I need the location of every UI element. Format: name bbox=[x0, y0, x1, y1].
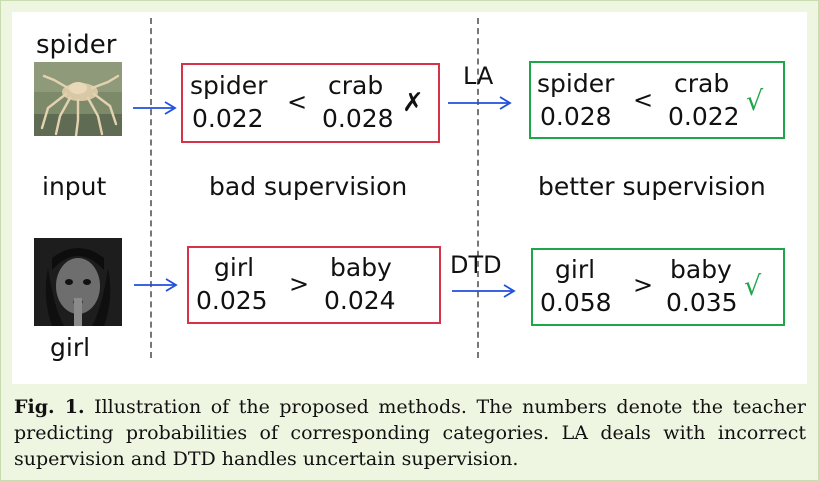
wrong-mark-icon: ✗ bbox=[402, 88, 424, 118]
bad2-left-prob: 0.025 bbox=[196, 286, 268, 315]
method-label-la: LA bbox=[463, 62, 494, 90]
bad1-left-prob: 0.022 bbox=[192, 104, 264, 133]
better-supervision-box-1 bbox=[529, 61, 785, 139]
bad2-left-name: girl bbox=[214, 253, 255, 282]
arrow-la bbox=[448, 96, 512, 110]
good2-right-prob: 0.035 bbox=[666, 288, 738, 317]
bad1-operator: < bbox=[287, 88, 308, 116]
good1-right-name: crab bbox=[674, 69, 730, 98]
good1-right-prob: 0.022 bbox=[668, 102, 740, 131]
bad-supervision-box-2 bbox=[187, 246, 441, 324]
figure-caption: Fig. 1. Illustration of the proposed met… bbox=[14, 394, 806, 472]
input-label-girl: girl bbox=[50, 333, 91, 362]
method-label-dtd: DTD bbox=[450, 251, 502, 279]
bad-supervision-box-1 bbox=[181, 63, 440, 143]
good2-operator: > bbox=[633, 271, 654, 299]
good1-operator: < bbox=[633, 86, 654, 114]
better-supervision-box-2 bbox=[531, 248, 785, 326]
arrow-input-to-bad-2 bbox=[134, 278, 178, 292]
separator-left bbox=[150, 18, 152, 358]
good2-left-name: girl bbox=[555, 255, 596, 284]
check-mark-icon-1: √ bbox=[746, 86, 764, 117]
girl-image bbox=[34, 238, 122, 326]
bad2-right-name: baby bbox=[330, 253, 392, 282]
check-mark-icon-2: √ bbox=[744, 271, 762, 302]
bad2-right-prob: 0.024 bbox=[324, 286, 396, 315]
arrow-input-to-bad-1 bbox=[133, 101, 177, 115]
input-label-spider: spider bbox=[36, 30, 117, 60]
bad1-right-prob: 0.028 bbox=[322, 104, 394, 133]
bad1-right-name: crab bbox=[328, 71, 384, 100]
bad1-left-name: spider bbox=[190, 71, 268, 100]
bad2-operator: > bbox=[289, 270, 310, 298]
separator-right bbox=[477, 18, 479, 358]
good2-left-prob: 0.058 bbox=[540, 288, 612, 317]
label-input: input bbox=[42, 172, 107, 201]
caption-text: Illustration of the proposed methods. Th… bbox=[14, 396, 806, 470]
spider-image bbox=[34, 62, 122, 136]
good1-left-name: spider bbox=[537, 69, 615, 98]
good1-left-prob: 0.028 bbox=[540, 102, 612, 131]
caption-label: Fig. 1. bbox=[14, 396, 85, 418]
label-bad-supervision: bad supervision bbox=[209, 172, 408, 201]
label-better-supervision: better supervision bbox=[538, 172, 766, 201]
arrow-dtd bbox=[452, 284, 516, 298]
good2-right-name: baby bbox=[670, 255, 732, 284]
